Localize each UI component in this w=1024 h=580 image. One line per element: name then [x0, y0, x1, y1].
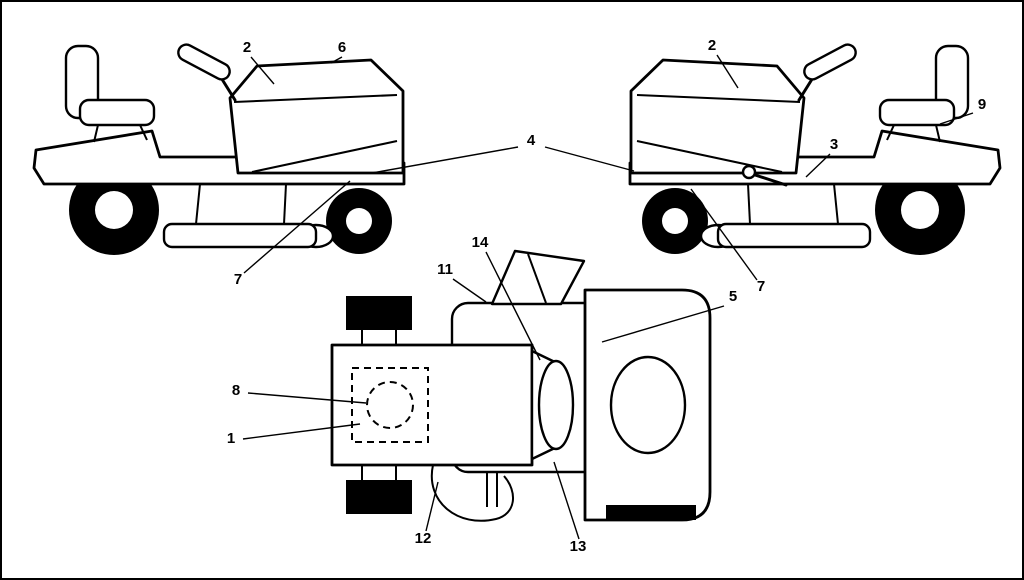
- seat-top: [609, 355, 687, 455]
- callout-label: 14: [472, 234, 489, 251]
- side-view-tractor-right: [628, 40, 1002, 257]
- callout-label: 1: [227, 430, 235, 447]
- callout-label: 3: [830, 136, 838, 153]
- front-wheel-lower: [346, 480, 412, 514]
- callout-line: [425, 481, 439, 532]
- callout-label: 8: [232, 382, 240, 399]
- callout-line: [601, 305, 725, 343]
- callout-line: [242, 423, 361, 440]
- side-view-tractor-left: [32, 40, 406, 257]
- callout-line: [939, 112, 974, 125]
- callout-line: [690, 188, 758, 281]
- lever-knob: [741, 164, 757, 180]
- callout-label: 4: [527, 132, 536, 149]
- axle-lines: [361, 330, 397, 480]
- rear-bumper: [606, 505, 696, 520]
- callout-label: 7: [234, 271, 242, 288]
- callout-line: [553, 461, 580, 540]
- deck-lift-lever: [741, 164, 788, 187]
- callout-label: 5: [729, 288, 737, 305]
- callout-line: [371, 146, 519, 174]
- callout-line: [485, 251, 541, 361]
- top-view-tractor: [330, 249, 712, 522]
- battery-outline: [351, 367, 429, 443]
- callout-line: [805, 153, 831, 178]
- discharge-chute: [490, 249, 586, 306]
- callout-line: [716, 54, 739, 89]
- callout-label: 13: [570, 538, 587, 555]
- lever-shaft: [750, 172, 788, 187]
- callout-line: [330, 56, 343, 64]
- callout-layer: 2 6 4 7 2 3 9 7 14 11 5 8 1 12 13: [227, 37, 986, 555]
- callout-label: 12: [415, 530, 432, 547]
- front-wheel-upper: [346, 296, 412, 330]
- callout-line: [243, 180, 351, 274]
- callout-label: 6: [338, 39, 346, 56]
- callout-line: [250, 56, 275, 85]
- callout-label: 2: [243, 39, 251, 56]
- battery-circle: [366, 381, 414, 429]
- callout-label: 11: [437, 261, 453, 278]
- callout-label: 2: [708, 37, 716, 54]
- chute-fold-line: [527, 253, 547, 304]
- cable-loop: [430, 464, 514, 522]
- callout-label: 9: [978, 96, 986, 113]
- callout-line: [544, 146, 635, 172]
- callout-line: [452, 278, 487, 303]
- chassis-plate: [330, 343, 534, 467]
- callout-label: 7: [757, 278, 765, 295]
- steering-wheel-top: [537, 359, 575, 451]
- bracket-lines: [486, 472, 498, 507]
- callout-line: [247, 392, 367, 404]
